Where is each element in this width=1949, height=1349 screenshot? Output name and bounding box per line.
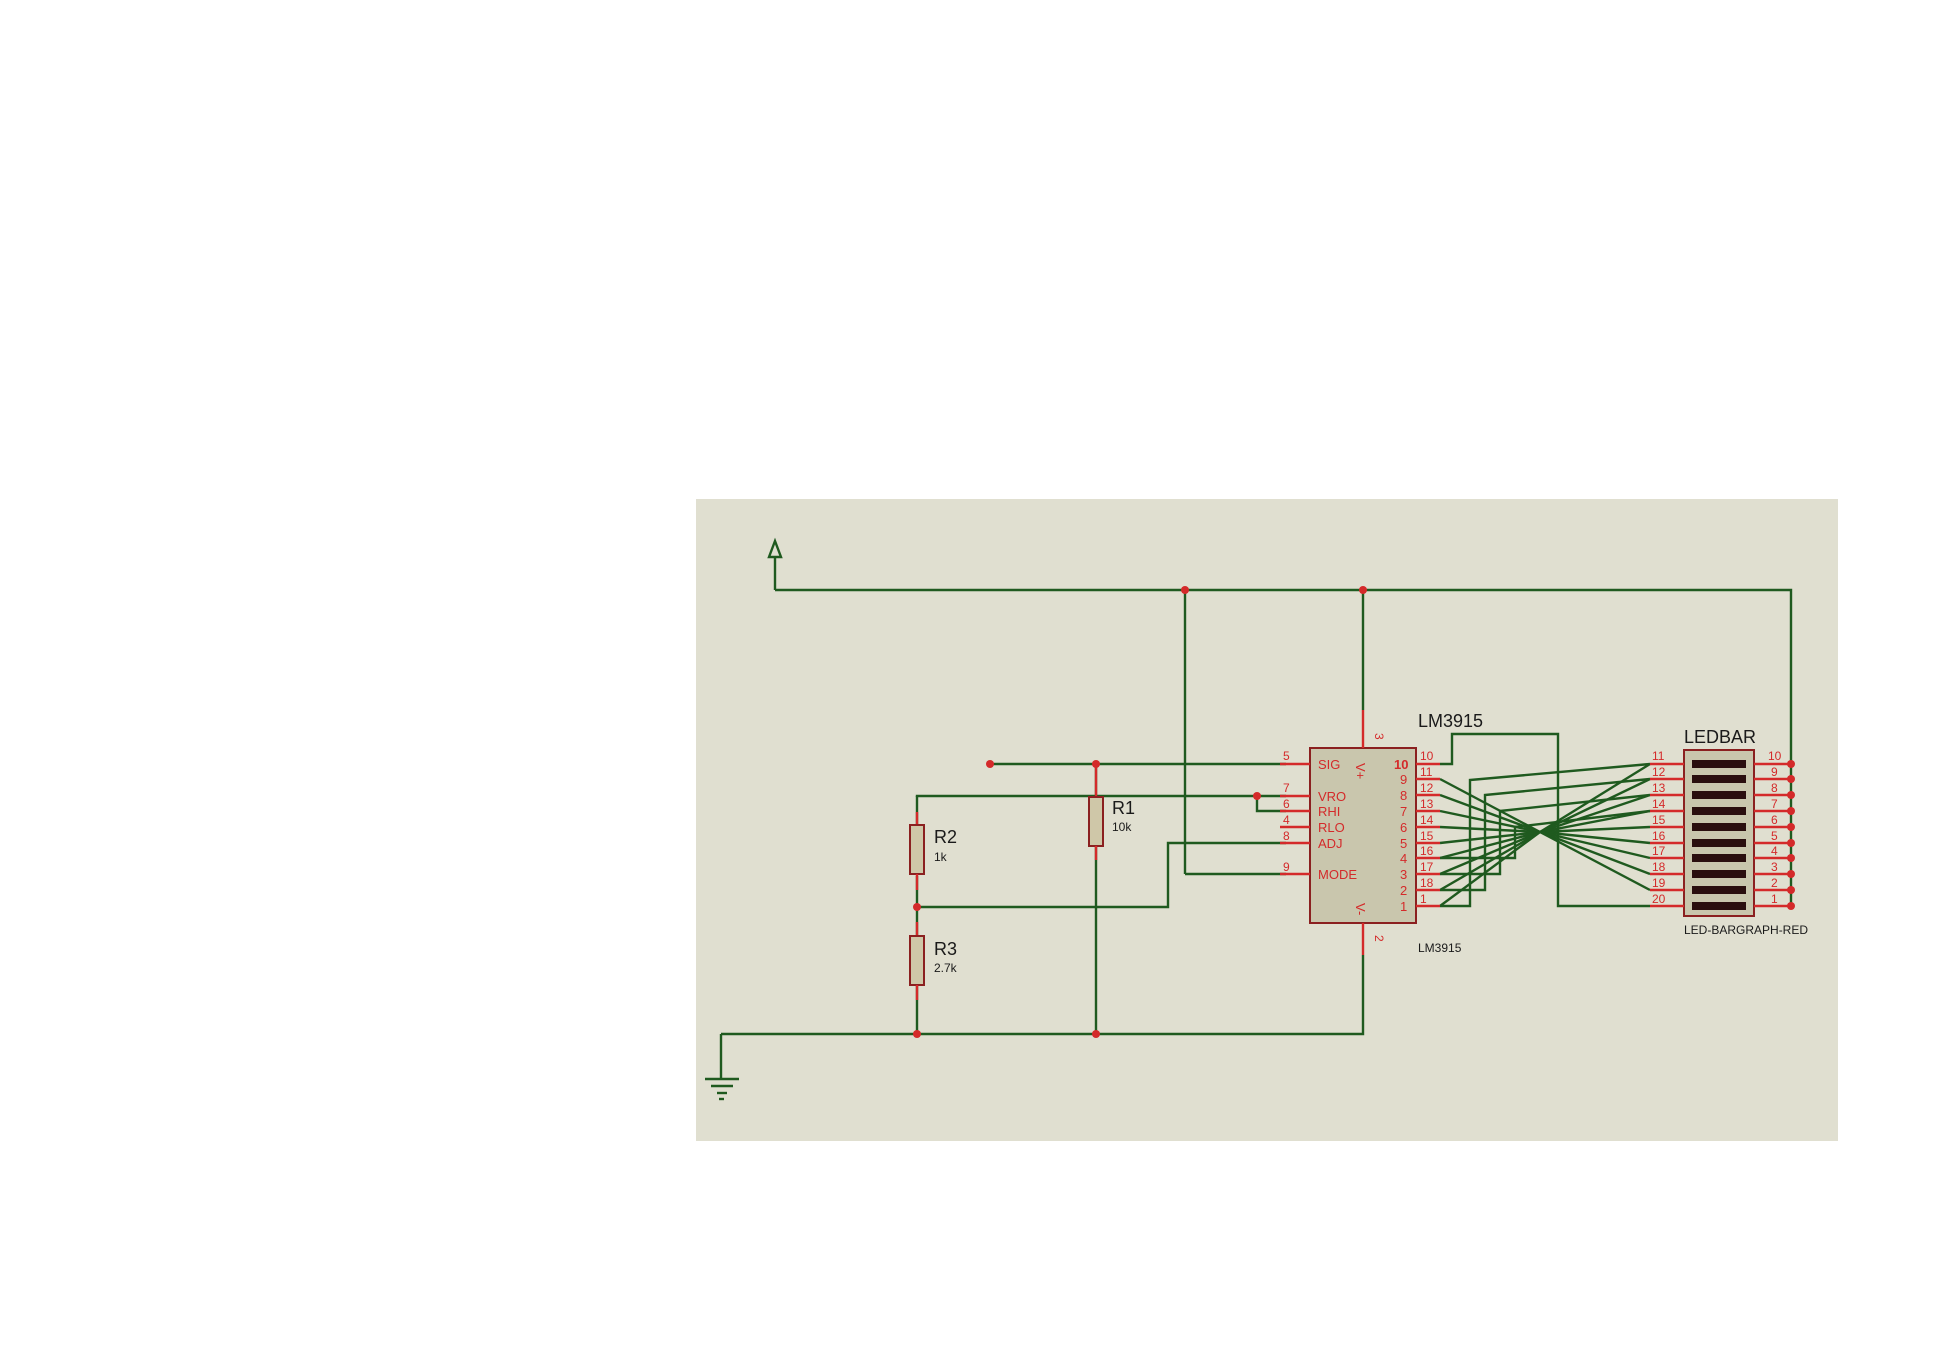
lm3915-left-pin-num: 8	[1283, 829, 1290, 843]
lm3915-left-pin-name: ADJ	[1318, 836, 1343, 851]
ledbar-right-pin-num: 7	[1771, 797, 1778, 811]
schematic-sheet	[696, 499, 1838, 1141]
led-segments	[1692, 760, 1746, 910]
lm3915-right-pin-name: 9	[1400, 772, 1407, 787]
ledbar-left-pin-num: 18	[1652, 860, 1666, 874]
lm3915-right-pin-num: 1	[1420, 892, 1427, 906]
lm3915-right-pin-num: 11	[1420, 765, 1433, 779]
lm3915-right-pin-name: 6	[1400, 820, 1407, 835]
r3-ref: R3	[934, 939, 957, 959]
lm3915-right-pin-num: 13	[1420, 797, 1434, 811]
lm3915-right-pin-name: 5	[1400, 836, 1407, 851]
lm3915-left-pin-num: 4	[1283, 813, 1290, 827]
resistor-r1[interactable]: R1 10k	[1088, 764, 1135, 860]
lm3915-right-pin-num: 10	[1420, 749, 1434, 763]
lm3915-left-pin-name: MODE	[1318, 867, 1357, 882]
ledbar-left-pin-num: 12	[1652, 765, 1666, 779]
lm3915-right-pin-num: 12	[1420, 781, 1434, 795]
ledbar-right-pin-num: 2	[1771, 876, 1778, 890]
r2-ref: R2	[934, 827, 957, 847]
ledbar-right-pin-num: 6	[1771, 813, 1778, 827]
ledbar-right-pin-num: 4	[1771, 844, 1778, 858]
lm3915-pin-bottom-num: 2	[1372, 935, 1386, 942]
ledbar-right-pin-num: 9	[1771, 765, 1778, 779]
ledbar-left-pin-num: 19	[1652, 876, 1666, 890]
ledbar-value: LED-BARGRAPH-RED	[1684, 923, 1808, 937]
ground-symbol-icon	[705, 1034, 739, 1101]
lm3915-left-pin-name: RHI	[1318, 804, 1340, 819]
resistor-r2[interactable]: R2 1k	[909, 812, 957, 890]
ledbar-right-pin-num: 3	[1771, 860, 1778, 874]
lm3915-value: LM3915	[1418, 941, 1462, 955]
lm3915-right-pin-name: 10	[1394, 757, 1408, 772]
resistor-r3[interactable]: R3 2.7k	[909, 922, 958, 1000]
r1-ref: R1	[1112, 798, 1135, 818]
led-bargraph[interactable]: 11 12 13 14 15 16 17 18 19 20 10 9 8 7 6…	[1650, 727, 1808, 937]
lm3915-ref: LM3915	[1418, 711, 1483, 731]
ledbar-ref: LEDBAR	[1684, 727, 1756, 747]
lm3915-right-pin-name: 8	[1400, 788, 1407, 803]
ledbar-right-pin-num: 1	[1771, 892, 1778, 906]
lm3915-right-pin-num: 15	[1420, 829, 1434, 843]
lm3915-right-pin-num: 16	[1420, 844, 1434, 858]
lm3915-pin-top-num: 3	[1372, 733, 1386, 740]
ledbar-left-pin-num: 15	[1652, 813, 1666, 827]
lm3915-left-pin-num: 9	[1283, 860, 1290, 874]
lm3915-left-pin-num: 6	[1283, 797, 1290, 811]
lm3915-right-pin-name: 2	[1400, 883, 1407, 898]
lm3915-pin-top-name: V+	[1353, 763, 1368, 779]
ledbar-left-pin-num: 11	[1652, 749, 1665, 763]
ledbar-left-pin-num: 16	[1652, 829, 1666, 843]
lm3915-right-pin-num: 17	[1420, 860, 1434, 874]
power-terminal-icon	[767, 537, 783, 590]
lm3915-right-pin-name: 3	[1400, 867, 1407, 882]
ledbar-left-pin-num: 13	[1652, 781, 1666, 795]
lm3915-left-pin-name: RLO	[1318, 820, 1345, 835]
lm3915-right-pin-name: 7	[1400, 804, 1407, 819]
ledbar-left-pin-num: 17	[1652, 844, 1666, 858]
ledbar-right-pin-num: 10	[1768, 749, 1782, 763]
r3-value: 2.7k	[934, 961, 958, 975]
lm3915-right-pin-num: 18	[1420, 876, 1434, 890]
ledbar-right-pin-num: 5	[1771, 829, 1778, 843]
lm3915-left-pin-name: SIG	[1318, 757, 1340, 772]
ic-lm3915[interactable]: 3 V+ 2 V- 5 SIG 7 VRO 6 RHI 4 RLO 8 ADJ …	[1280, 710, 1483, 955]
r1-value: 10k	[1112, 820, 1132, 834]
ledbar-right-pin-num: 8	[1771, 781, 1778, 795]
ledbar-left-pin-num: 14	[1652, 797, 1666, 811]
r2-value: 1k	[934, 850, 948, 864]
lm3915-pin-bottom-name: V-	[1353, 903, 1368, 915]
lm3915-right-pin-name: 1	[1400, 899, 1407, 914]
lm3915-left-pin-num: 7	[1283, 781, 1290, 795]
lm3915-left-pin-name: VRO	[1318, 789, 1346, 804]
ledbar-left-pin-num: 20	[1652, 892, 1666, 906]
lm3915-left-pin-num: 5	[1283, 749, 1290, 763]
lm3915-right-pin-name: 4	[1400, 851, 1407, 866]
lm3915-right-pin-num: 14	[1420, 813, 1434, 827]
